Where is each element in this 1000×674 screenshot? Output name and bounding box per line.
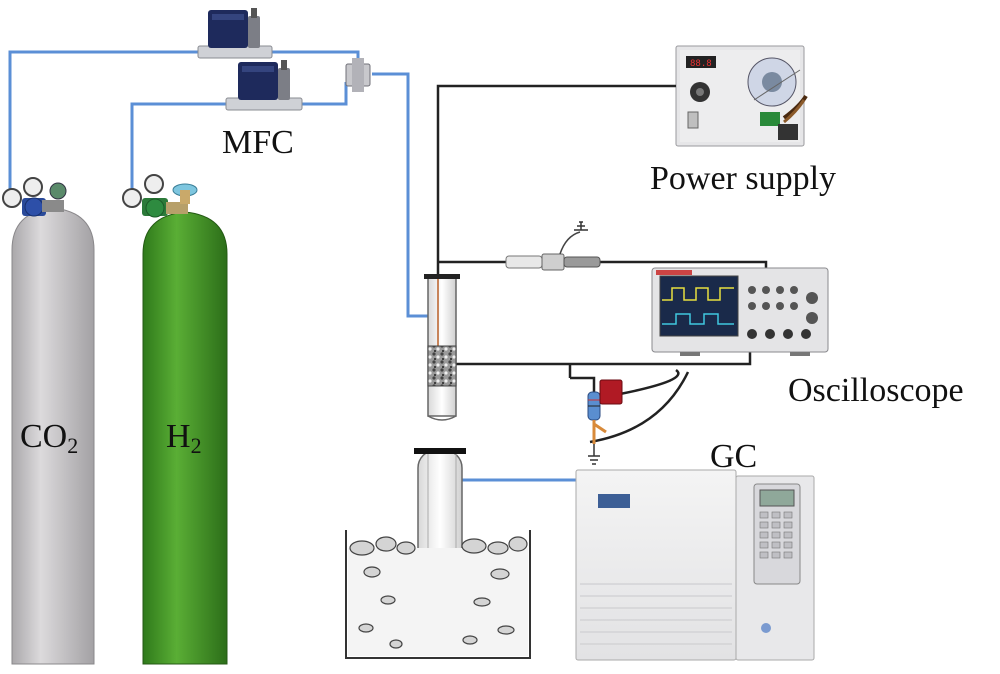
co2-label-subscript: 2 xyxy=(67,433,79,458)
ice-bath xyxy=(345,530,531,659)
power-supply-unit: 88.8 xyxy=(675,45,808,147)
hv-probe xyxy=(505,221,601,271)
co2-regulator xyxy=(2,177,67,217)
gas-lines xyxy=(8,50,590,482)
hv-wire xyxy=(436,84,676,276)
mfc-unit-2 xyxy=(225,60,303,111)
capacitor-lead-wire xyxy=(589,371,690,444)
h2-gas-line xyxy=(130,102,232,198)
scope-lead-wire xyxy=(619,368,680,396)
h2-label-subscript: 2 xyxy=(190,433,202,458)
gas-mixer-tee xyxy=(345,58,371,92)
svg-text:88.8: 88.8 xyxy=(690,59,712,69)
co2-gas-line xyxy=(8,50,205,198)
oscilloscope-label: Oscilloscope xyxy=(788,372,964,409)
co2-label-main: CO xyxy=(20,418,68,455)
co2-label: CO2 xyxy=(20,420,78,457)
h2-regulator xyxy=(122,174,198,218)
mfc-unit-1 xyxy=(197,8,273,59)
h2-label: H2 xyxy=(166,420,202,457)
measurement-resistor xyxy=(587,391,601,421)
gc-label: GC xyxy=(710,438,758,475)
power-supply-label: Power supply xyxy=(650,160,837,197)
ground-symbol xyxy=(588,444,600,465)
mixed-gas-line xyxy=(372,72,428,318)
mfc-label: MFC xyxy=(222,124,294,161)
mfc2-outlet-line xyxy=(300,82,348,106)
h2-label-main: H xyxy=(166,418,191,455)
measurement-capacitor xyxy=(592,379,623,444)
oscilloscope-unit xyxy=(651,267,829,356)
gas-chromatograph xyxy=(575,469,815,661)
